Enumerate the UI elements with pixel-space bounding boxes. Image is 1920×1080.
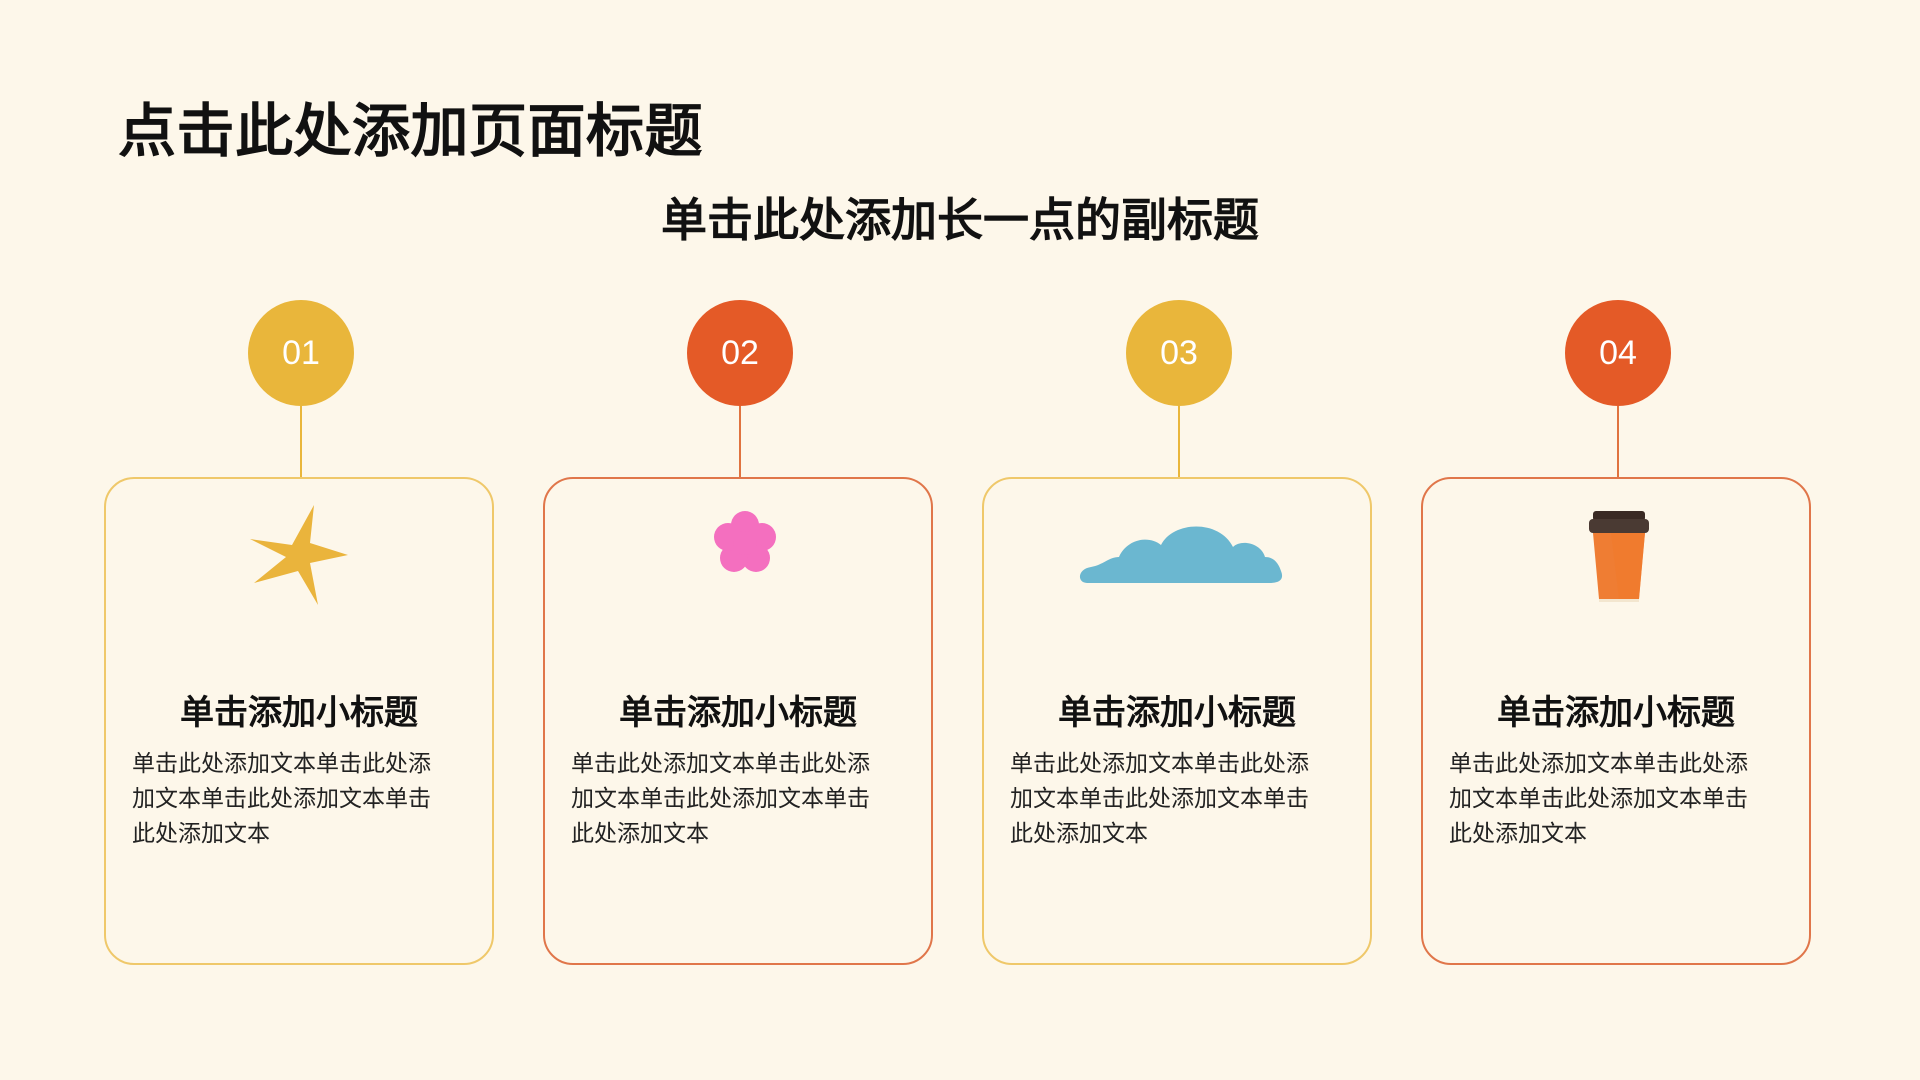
card-subtitle[interactable]: 单击添加小标题 [619,693,857,733]
coffee-cup-icon [1423,495,1813,625]
card-subtitle[interactable]: 单击添加小标题 [1497,693,1735,733]
connector-line [739,406,741,478]
cloud-icon [984,495,1374,625]
connector-line [1617,406,1619,478]
card-body-text[interactable]: 单击此处添加文本单击此处添加文本单击此处添加文本单击此处添加文本 [132,751,431,847]
card-body-text[interactable]: 单击此处添加文本单击此处添加文本单击此处添加文本单击此处添加文本 [1010,751,1309,847]
card-panel[interactable]: 单击添加小标题 单击此处添加文本单击此处添加文本单击此处添加文本单击此处添加文本 [104,477,494,965]
step-card-3: 03 单击添加小标题 单击此处添加文本单击此处添加文本单击此处添加文本单击此处添… [982,300,1376,970]
card-panel[interactable]: 单击添加小标题 单击此处添加文本单击此处添加文本单击此处添加文本单击此处添加文本 [543,477,933,965]
card-subtitle[interactable]: 单击添加小标题 [180,693,418,733]
connector-line [300,406,302,478]
page-title[interactable]: 点击此处添加页面标题 [118,97,704,165]
page-subtitle[interactable]: 单击此处添加长一点的副标题 [661,193,1259,247]
step-number-badge: 04 [1565,300,1671,406]
step-card-1: 01 单击添加小标题 单击此处添加文本单击此处添加文本单击此处添加文本单击此处添… [104,300,498,970]
star-burst-icon [106,495,496,625]
step-number-badge: 01 [248,300,354,406]
card-subtitle[interactable]: 单击添加小标题 [1058,693,1296,733]
step-number-badge: 02 [687,300,793,406]
card-body-text[interactable]: 单击此处添加文本单击此处添加文本单击此处添加文本单击此处添加文本 [571,751,870,847]
card-panel[interactable]: 单击添加小标题 单击此处添加文本单击此处添加文本单击此处添加文本单击此处添加文本 [1421,477,1811,965]
step-card-4: 04 单击添加小标题 单击此处添加文本单击此处添加文本单击此处添加文本单击此处添… [1421,300,1815,970]
connector-line [1178,406,1180,478]
flower-icon [545,495,935,625]
card-body-text[interactable]: 单击此处添加文本单击此处添加文本单击此处添加文本单击此处添加文本 [1449,751,1748,847]
card-panel[interactable]: 单击添加小标题 单击此处添加文本单击此处添加文本单击此处添加文本单击此处添加文本 [982,477,1372,965]
step-number-badge: 03 [1126,300,1232,406]
step-card-2: 02 单击添加小标题 单击此处添加文本单击此处添加文本单击此处添加文本单击此处添… [543,300,937,970]
